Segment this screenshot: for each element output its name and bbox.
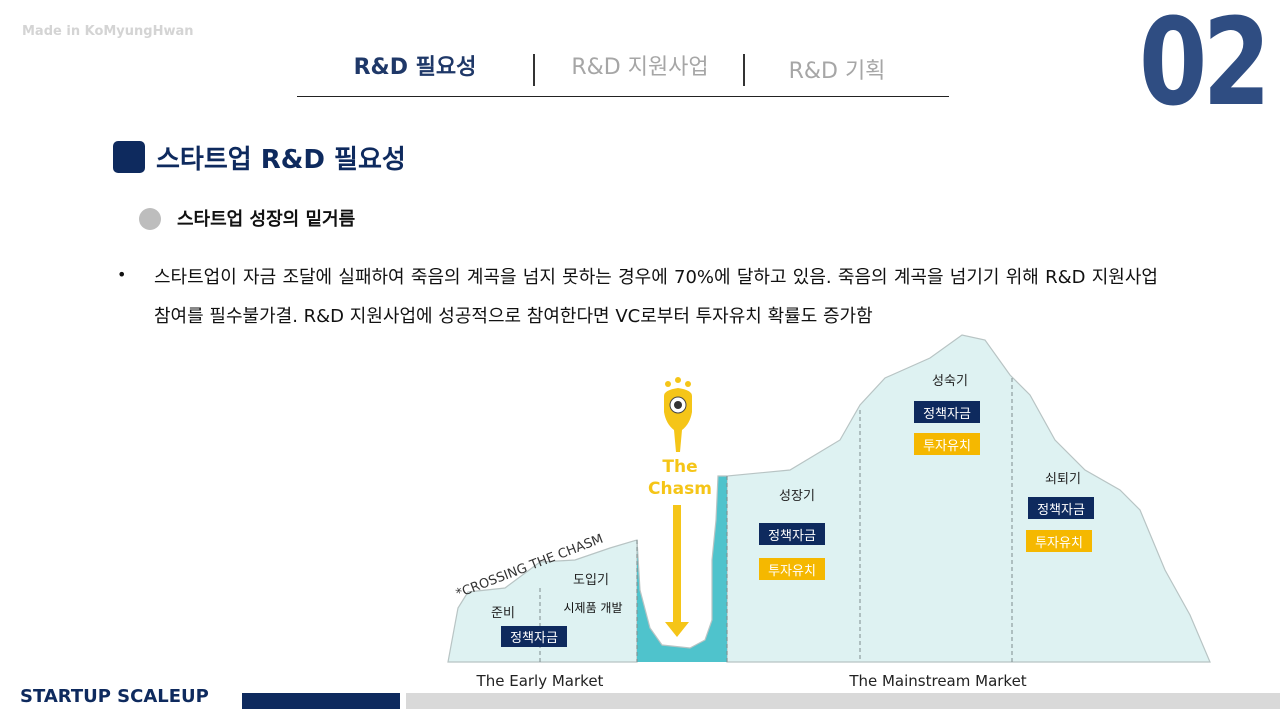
subsection-dot-icon <box>139 208 161 230</box>
chasm-label-line1: The <box>662 457 697 477</box>
chasm-outline <box>636 475 727 649</box>
tag-invest-mature <box>914 433 980 455</box>
stage-intro-name: 도입기 <box>573 573 609 588</box>
tag-policy-prep-label: 정책자금 <box>510 631 558 646</box>
tag-policy-mature-label: 정책자금 <box>923 407 971 422</box>
footer-accent-bar <box>242 693 400 709</box>
tag-policy-decline <box>1028 497 1094 519</box>
tag-policy-prep <box>501 626 567 647</box>
chasm-arrow-shaft <box>673 505 681 623</box>
tab-rnd-necessity[interactable]: R&D 필요성 <box>353 55 477 80</box>
stage-mature-name: 성숙기 <box>932 374 968 389</box>
tab-divider <box>743 54 745 86</box>
tab-divider <box>533 54 535 86</box>
market-mountain <box>447 334 1211 663</box>
chasm-valley <box>637 476 727 662</box>
chasm-label-line2: Chasm <box>648 479 712 499</box>
subsection-title: 스타트업 성장의 밑거름 <box>177 209 356 230</box>
tag-policy-growth <box>759 523 825 545</box>
watermark-text: Made in KoMyungHwan <box>22 24 194 39</box>
tag-invest-growth-label: 투자유치 <box>768 564 816 579</box>
tag-invest-decline-label: 투자유치 <box>1035 536 1083 551</box>
section-marker-icon <box>113 141 145 173</box>
stage-prep-name: 준비 <box>491 606 515 621</box>
stage-decline-name: 쇠퇴기 <box>1045 472 1081 487</box>
section-title: 스타트업 R&D 필요성 <box>156 145 406 175</box>
stage-intro-desc: 시제품 개발 <box>563 601 622 615</box>
tab-rnd-support[interactable]: R&D 지원사업 <box>571 55 709 80</box>
early-market-label: The Early Market <box>476 672 604 690</box>
tag-policy-mature <box>914 401 980 423</box>
tab-rnd-planning[interactable]: R&D 기획 <box>788 59 886 84</box>
tag-policy-decline-label: 정책자금 <box>1037 503 1085 518</box>
footer-gray-bar <box>406 693 1280 709</box>
body-paragraph: 스타트업이 자금 조달에 실패하여 죽음의 계곡을 넘지 못하는 경우에 70%… <box>154 267 1158 327</box>
tag-invest-mature-label: 투자유치 <box>923 439 971 454</box>
mainstream-market-label: The Mainstream Market <box>848 672 1026 690</box>
stage-growth-name: 성장기 <box>779 489 815 504</box>
chasm-arrow-down-icon <box>665 622 689 637</box>
footer-brand: STARTUP SCALEUP <box>20 686 209 707</box>
tag-invest-decline <box>1026 530 1092 552</box>
tag-invest-growth <box>759 558 825 580</box>
tag-policy-growth-label: 정책자금 <box>768 529 816 544</box>
chasm-mascot-icon <box>664 377 692 452</box>
tab-bar: R&D 필요성 R&D 지원사업 R&D 기획 <box>297 48 949 97</box>
page-number: 02 <box>1138 0 1271 133</box>
bullet-icon: • <box>117 265 127 284</box>
